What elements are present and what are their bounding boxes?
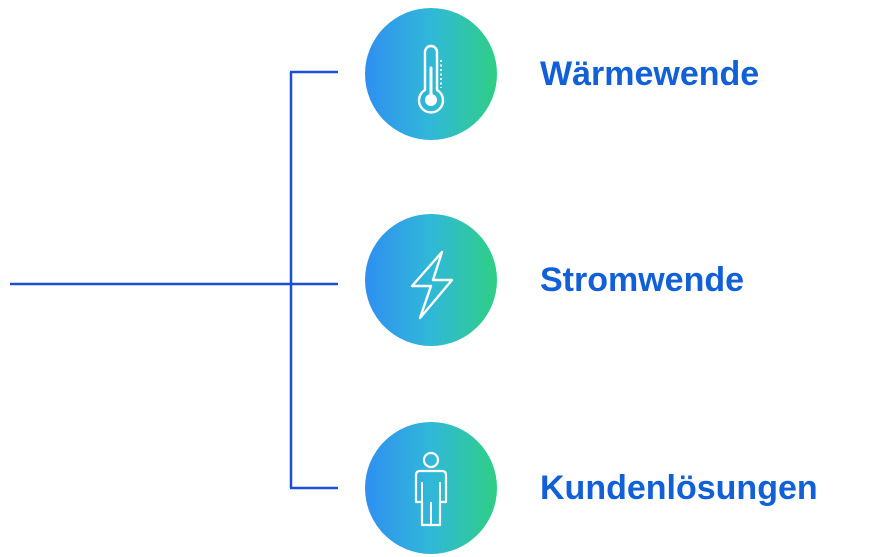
branch-node-waermewende	[365, 8, 497, 140]
branch-label-stromwende: Stromwende	[540, 261, 745, 299]
person-icon	[414, 451, 448, 527]
branch-label-waermewende: Wärmewende	[540, 55, 760, 93]
gradient-circle	[365, 422, 497, 554]
branch-node-kundenloesungen	[365, 422, 497, 554]
gradient-circle	[365, 214, 497, 346]
thermometer-icon	[417, 44, 445, 114]
branch-node-stromwende	[365, 214, 497, 346]
lightning-bolt-icon	[410, 250, 454, 320]
branch-label-kundenloesungen: Kundenlösungen	[540, 469, 818, 507]
